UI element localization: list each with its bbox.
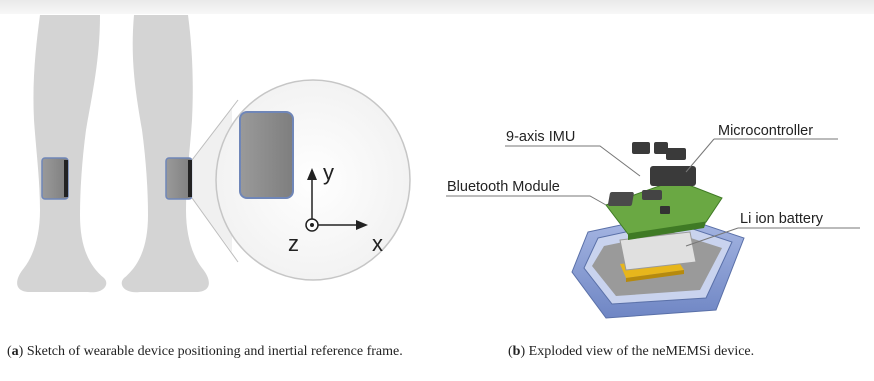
- caption-a-letter: a: [11, 344, 19, 359]
- battery: [619, 231, 697, 282]
- zoomed-sensor: [239, 111, 294, 199]
- right-sensor: [165, 157, 193, 200]
- device-exploded-view: 9-axis IMU Microcontroller Bluetooth Mod…: [446, 123, 860, 319]
- axis-label-x: x: [372, 231, 383, 256]
- label-battery: Li ion battery: [740, 211, 824, 227]
- label-microcontroller: Microcontroller: [718, 123, 813, 139]
- top-rule: [0, 0, 874, 14]
- right-leg: [121, 15, 209, 293]
- label-bluetooth: Bluetooth Module: [447, 179, 560, 195]
- caption-a-text: Sketch of wearable device positioning an…: [26, 344, 403, 359]
- leader-lines: [446, 138, 860, 247]
- legs-silhouette: [17, 15, 209, 293]
- pcb-board: [605, 179, 723, 240]
- floating-chips: [632, 142, 696, 200]
- caption-b-letter: b: [512, 344, 521, 359]
- bluetooth-chip: [607, 192, 634, 206]
- caption-b-text: Exploded view of the neMEMSi device.: [528, 344, 755, 359]
- microcontroller-chip: [650, 166, 696, 186]
- left-leg: [17, 15, 107, 293]
- axis-label-z: z: [288, 231, 299, 256]
- axis-label-y: y: [323, 160, 334, 185]
- reference-frame: y x z: [288, 160, 383, 256]
- caption-b: (b) Exploded view of the neMEMSi device.: [508, 344, 755, 359]
- caption-a: (a) Sketch of wearable device positionin…: [7, 344, 403, 359]
- label-imu: 9-axis IMU: [506, 129, 575, 145]
- left-sensor: [41, 157, 69, 200]
- imu-chip: [632, 142, 650, 154]
